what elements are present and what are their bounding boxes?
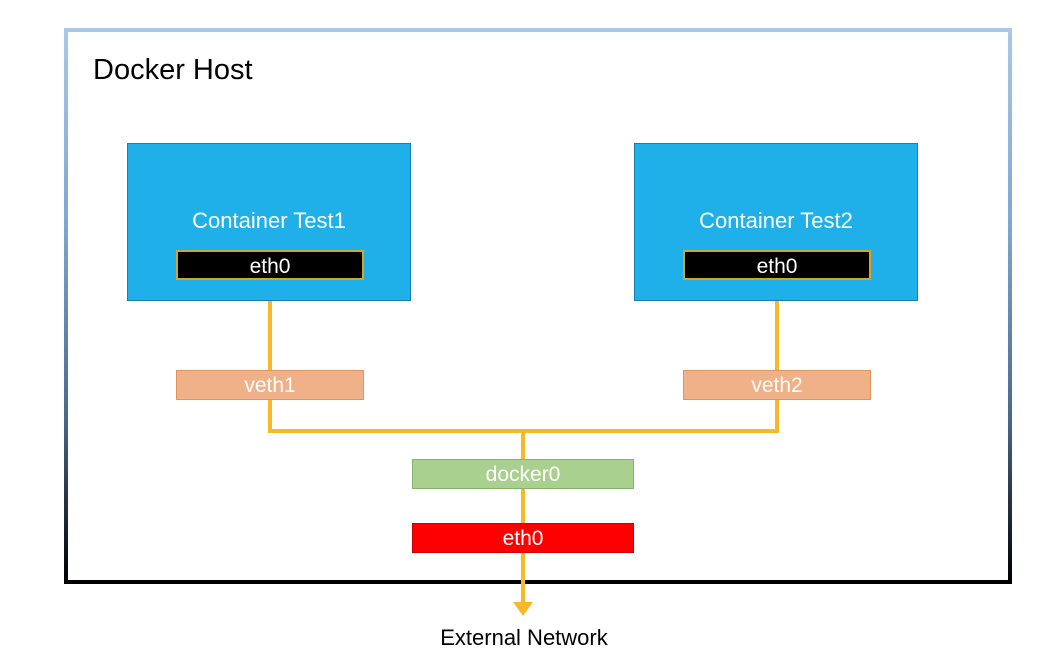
container-test1-eth0: eth0 <box>176 250 364 280</box>
docker-host-title: Docker Host <box>93 54 253 86</box>
container-test2-eth0: eth0 <box>683 250 871 280</box>
host-eth0: eth0 <box>412 523 634 553</box>
wire-veth-to-bridge <box>268 400 779 433</box>
docker-host-frame <box>64 28 1012 584</box>
external-network-label: External Network <box>440 625 608 650</box>
veth2-box: veth2 <box>683 370 871 400</box>
docker0-bridge: docker0 <box>412 459 634 489</box>
container-test2-label: Container Test2 <box>699 208 853 233</box>
veth1-box: veth1 <box>176 370 364 400</box>
container-test1-label: Container Test1 <box>192 208 346 233</box>
arrow-down-icon <box>513 602 533 616</box>
